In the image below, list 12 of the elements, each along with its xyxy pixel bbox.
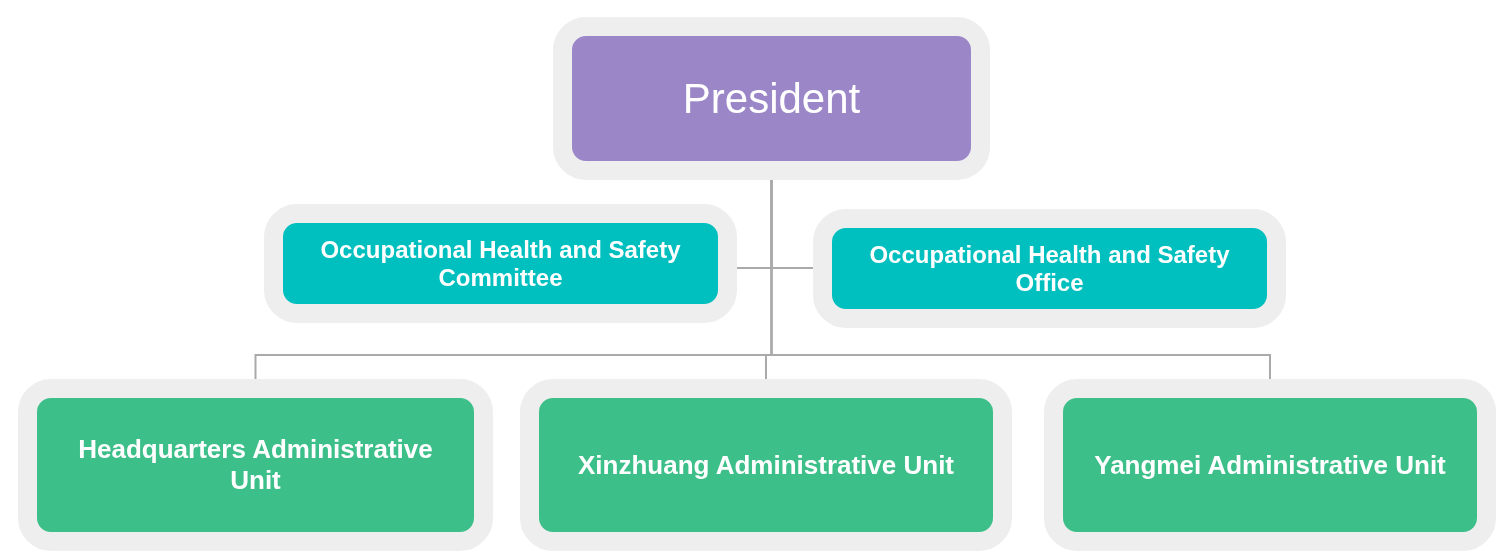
box-title: President [681,74,862,123]
box-title: Occupational Health and Safety Office [868,240,1231,297]
org-box [520,379,1012,551]
org-box [18,379,493,551]
box-title: Xinzhuang Administrative Unit [576,449,956,481]
org-box [553,17,990,180]
box-title: Yangmei Administrative Unit [1093,449,1447,481]
org-box [264,204,737,323]
box-title: Headquarters Administrative Unit [77,434,434,496]
org-box [813,209,1286,328]
org-box [1044,379,1496,551]
box-title: Occupational Health and Safety Committee [319,235,682,292]
